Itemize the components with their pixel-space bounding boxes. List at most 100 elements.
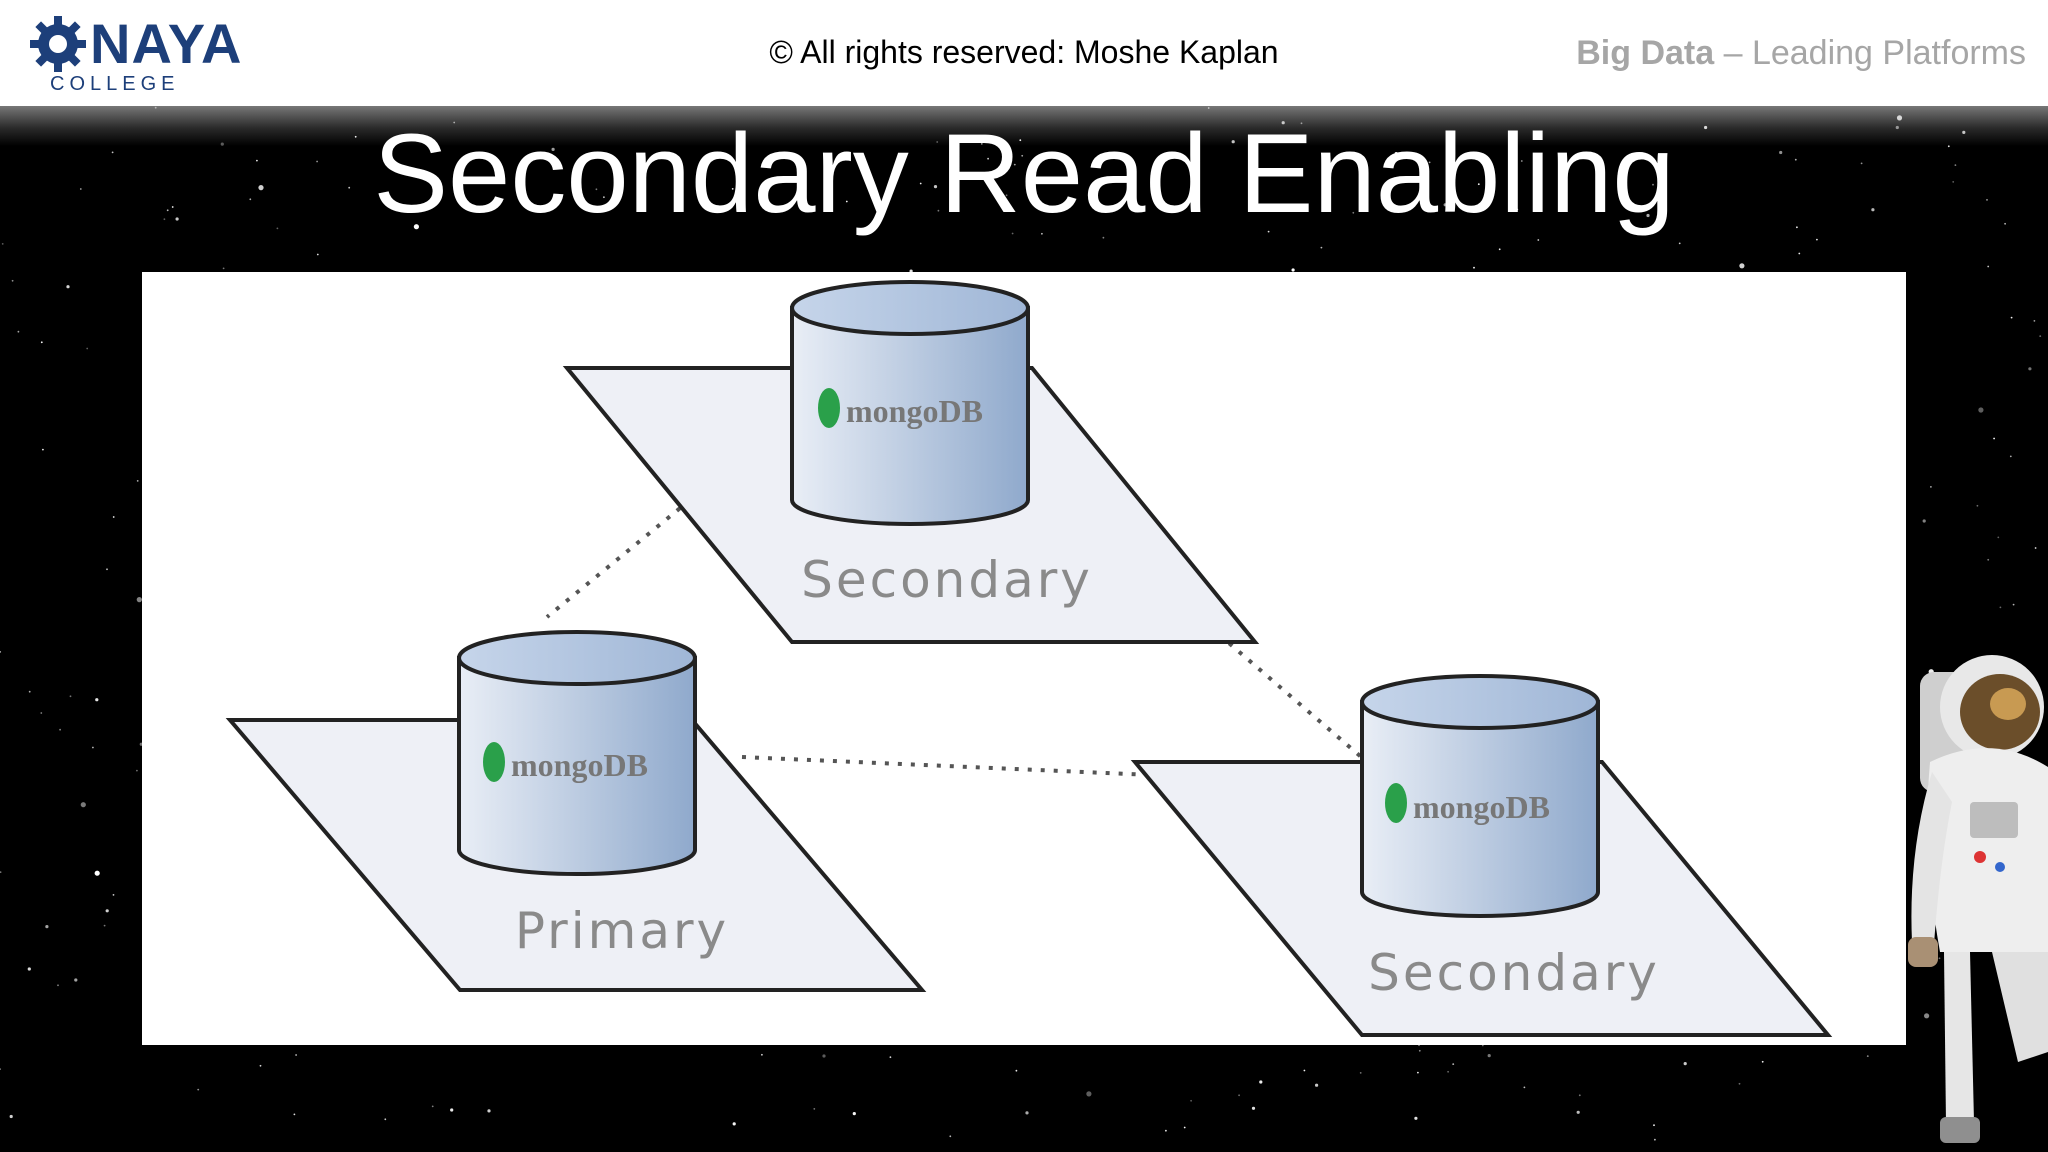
star (1473, 266, 1475, 269)
node-secondary-top: mongoDB Secondary (562, 280, 1260, 644)
star (2009, 455, 2012, 458)
star (1536, 132, 1539, 135)
star (1183, 1126, 1186, 1129)
star (1267, 230, 1270, 233)
star (1947, 145, 1950, 148)
slide-header: NAYA COLLEGE © All rights reserved: Mosh… (0, 0, 2048, 106)
star (1860, 162, 1863, 165)
header-shadow (0, 106, 2048, 146)
star (1895, 125, 1899, 130)
star (822, 1054, 826, 1058)
star (384, 1118, 387, 1121)
course-title-bold: Big Data (1576, 34, 1715, 72)
star (111, 151, 114, 154)
star (949, 1135, 952, 1138)
star (2039, 335, 2042, 337)
course-title-rest: – Leading Platforms (1714, 34, 2026, 72)
mongodb-leaf-icon (483, 742, 505, 782)
star (1930, 486, 1932, 488)
star (1646, 213, 1650, 218)
star (1291, 268, 1295, 272)
star (1025, 1111, 1029, 1115)
star (453, 121, 456, 124)
star (276, 227, 279, 230)
star (57, 984, 59, 987)
star (103, 924, 106, 927)
star (595, 188, 598, 191)
node-primary: mongoDB Primary (225, 630, 927, 992)
star (259, 1064, 262, 1067)
star (27, 967, 31, 971)
star (316, 253, 319, 256)
star (348, 186, 351, 189)
star (1281, 121, 1285, 125)
mongodb-leaf-icon (1385, 783, 1407, 823)
star (1005, 194, 1008, 197)
star (487, 1109, 491, 1113)
star (1352, 211, 1355, 214)
star (1997, 536, 2000, 539)
star (852, 1112, 856, 1116)
star (0, 871, 2, 873)
star (1999, 606, 2002, 609)
star (79, 188, 82, 190)
star (1779, 150, 1783, 155)
star (11, 279, 14, 282)
star (1520, 160, 1523, 162)
star (431, 1105, 434, 1108)
star (1013, 163, 1016, 166)
star (1704, 125, 1708, 130)
star (154, 106, 157, 109)
star (163, 218, 166, 221)
star (1938, 957, 1941, 960)
star (1987, 558, 1990, 561)
star (220, 142, 224, 146)
star (937, 209, 940, 212)
star (1315, 1083, 1319, 1087)
star (9, 1114, 13, 1119)
star (45, 925, 49, 929)
star (171, 206, 174, 208)
star (551, 147, 555, 151)
star (1011, 232, 1014, 235)
star (293, 1113, 296, 1116)
star (94, 870, 100, 876)
star (136, 769, 138, 772)
star (166, 209, 169, 212)
star (69, 695, 72, 698)
star (40, 712, 43, 714)
star (1954, 164, 1957, 166)
gear-icon (30, 16, 86, 72)
star (987, 157, 989, 160)
star (1523, 1086, 1526, 1089)
star (1165, 1129, 1167, 1132)
star (1428, 161, 1431, 164)
star (1652, 183, 1654, 186)
star (1739, 263, 1745, 269)
star (1653, 1124, 1655, 1127)
star (761, 1053, 763, 1056)
star (1477, 183, 1480, 186)
star (1871, 208, 1875, 212)
star (1417, 1071, 1419, 1074)
star (1102, 236, 1105, 239)
star (1498, 248, 1501, 251)
star (1738, 1082, 1741, 1085)
star (316, 160, 318, 163)
star (1924, 1013, 1930, 1019)
logo-subtitle: COLLEGE (50, 73, 180, 95)
star (249, 198, 252, 201)
star (1761, 1060, 1764, 1063)
star (450, 1108, 454, 1112)
course-title: Big Data – Leading Platforms (1576, 36, 2026, 70)
star (405, 136, 407, 138)
role-label-primary: Primary (515, 902, 729, 960)
star (136, 480, 139, 482)
star (2012, 603, 2015, 606)
star (197, 1088, 200, 1091)
star (1190, 1099, 1192, 1102)
star (1251, 1106, 1256, 1110)
star (86, 347, 89, 350)
star (1578, 1094, 1581, 1097)
